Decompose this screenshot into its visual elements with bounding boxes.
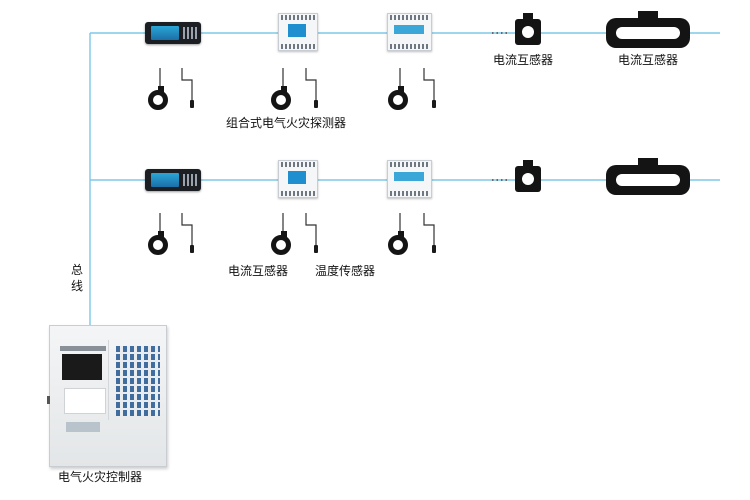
temperature-sensor-probe — [432, 245, 436, 253]
lcd-monitor-module — [145, 22, 201, 44]
temperature-sensor-probe — [314, 100, 318, 108]
current-transformer-ring — [148, 86, 168, 110]
current-transformer-ring — [388, 86, 408, 110]
current-transformer-ring — [148, 231, 168, 255]
label-combined-detector: 组合式电气火灾探测器 — [226, 116, 347, 130]
din-detector-module-wide — [387, 13, 432, 51]
controller-display — [62, 354, 102, 380]
label-temp-sensor: 温度传感器 — [315, 264, 376, 278]
current-transformer-busbar — [606, 11, 690, 48]
lcd-screen — [288, 171, 306, 184]
current-transformer-ring — [271, 231, 291, 255]
lcd-screen — [151, 26, 179, 40]
lcd-screen — [394, 25, 424, 34]
fire-controller-cabinet — [47, 325, 167, 467]
din-detector-module — [278, 160, 318, 198]
current-transformer-square — [515, 160, 541, 192]
controller-keypad — [116, 346, 160, 416]
label-ct-top-a: 电流互感器 — [493, 53, 554, 67]
lcd-screen — [394, 172, 424, 181]
temperature-sensor-probe — [314, 245, 318, 253]
controller-printer-panel — [64, 388, 106, 414]
lcd-screen — [288, 24, 306, 37]
label-ct-top-b: 电流互感器 — [618, 53, 679, 67]
current-transformer-square — [515, 13, 541, 45]
label-bus-text: 总线 — [70, 263, 83, 293]
module-buttons — [183, 174, 197, 186]
label-bus: 总线 — [70, 262, 84, 294]
label-ct-bottom: 电流互感器 — [228, 264, 289, 278]
current-transformer-ring — [271, 86, 291, 110]
din-detector-module — [278, 13, 318, 51]
controller-nameplate — [66, 422, 100, 432]
lcd-screen — [151, 173, 179, 187]
module-buttons — [183, 27, 197, 39]
sensor-leads-top — [159, 68, 435, 100]
temperature-sensor-probe — [190, 245, 194, 253]
current-transformer-ring — [388, 231, 408, 255]
temperature-sensor-probe — [432, 100, 436, 108]
din-detector-module-wide — [387, 160, 432, 198]
label-controller: 电气火灾控制器 — [58, 470, 143, 484]
current-transformer-busbar — [606, 158, 690, 195]
lcd-monitor-module — [145, 169, 201, 191]
temperature-sensor-probe — [190, 100, 194, 108]
